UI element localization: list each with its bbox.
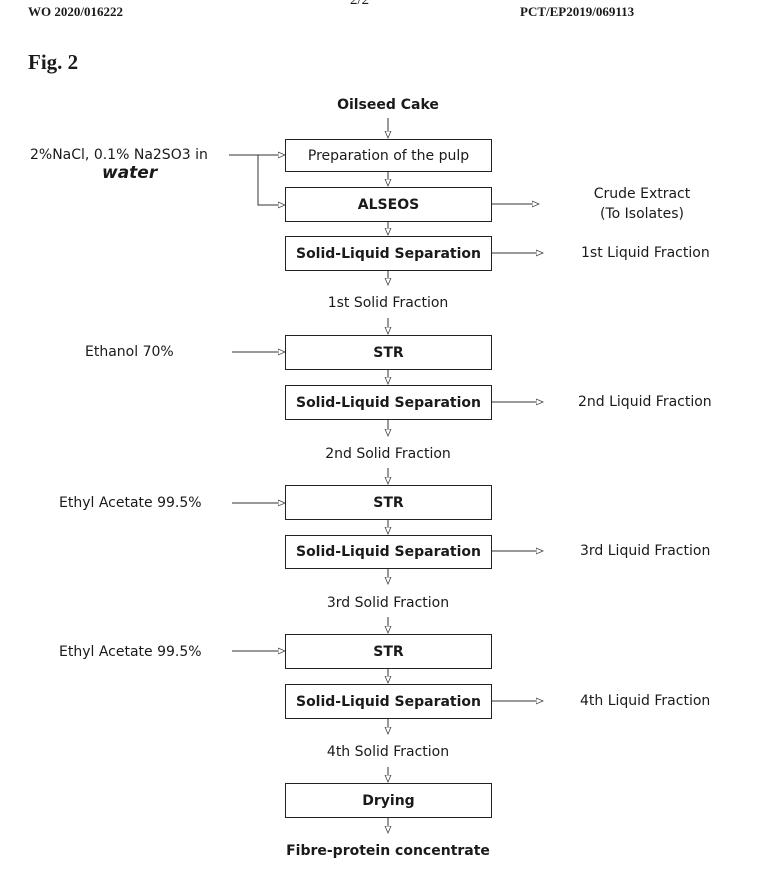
separation-label-3: Solid-Liquid Separation <box>295 544 481 560</box>
str-label-1: STR <box>373 344 404 361</box>
separation-label-2: Solid-Liquid Separation <box>295 394 481 411</box>
drying-box: Drying <box>285 783 492 818</box>
separation-box-4: Solid-Liquid Separation <box>285 684 492 719</box>
separation-box-2: Solid-Liquid Separation <box>285 385 492 420</box>
figure-label: Fig. 2 <box>28 50 79 74</box>
str-box-2: STR <box>285 485 492 520</box>
liquid-fraction-1: 1st Liquid Fraction <box>581 245 710 261</box>
crude-extract-label: Crude Extract <box>593 186 691 202</box>
solid-fraction-3: 3rd Solid Fraction <box>326 595 450 611</box>
separation-box-3: Solid-Liquid Separation <box>285 535 492 569</box>
ethyl-acetate-input-label-2: Ethyl Acetate 99.5% <box>59 644 202 660</box>
liquid-fraction-3: 3rd Liquid Fraction <box>580 543 711 559</box>
str-label-3: STR <box>373 643 404 660</box>
start-label: Oilseed Cake <box>337 97 439 113</box>
separation-label-4: Solid-Liquid Separation <box>295 693 481 710</box>
separation-box-1: Solid-Liquid Separation <box>285 236 492 271</box>
solid-fraction-4: 4th Solid Fraction <box>326 744 450 760</box>
str-box-3: STR <box>285 634 492 669</box>
alseos-box: ALSEOS <box>285 187 492 222</box>
str-label-2: STR <box>373 494 404 511</box>
application-number: PCT/EP2019/069113 <box>520 4 635 19</box>
alseos-label: ALSEOS <box>357 196 420 213</box>
prep-box: Preparation of the pulp <box>285 139 492 172</box>
str-box-1: STR <box>285 335 492 370</box>
ethanol-input-label: Ethanol 70% <box>85 344 174 360</box>
patent-number: WO 2020/016222 <box>28 4 123 19</box>
liquid-fraction-4: 4th Liquid Fraction <box>580 693 711 709</box>
solid-fraction-1: 1st Solid Fraction <box>327 295 449 311</box>
solvent-input-label: 2%NaCl, 0.1% Na2SO3 in <box>30 147 208 163</box>
crude-extract-sublabel: (To Isolates) <box>600 206 684 222</box>
liquid-fraction-2: 2nd Liquid Fraction <box>578 394 712 410</box>
separation-label-1: Solid-Liquid Separation <box>295 245 481 262</box>
solid-fraction-2: 2nd Solid Fraction <box>325 446 451 462</box>
solvent-input-handwritten: water <box>102 163 158 183</box>
ethyl-acetate-input-label-1: Ethyl Acetate 99.5% <box>59 495 202 511</box>
drying-label: Drying <box>362 792 415 809</box>
page-number: 2/2 <box>350 0 370 8</box>
prep-label: Preparation of the pulp <box>307 147 470 164</box>
end-label: Fibre-protein concentrate <box>286 843 490 859</box>
